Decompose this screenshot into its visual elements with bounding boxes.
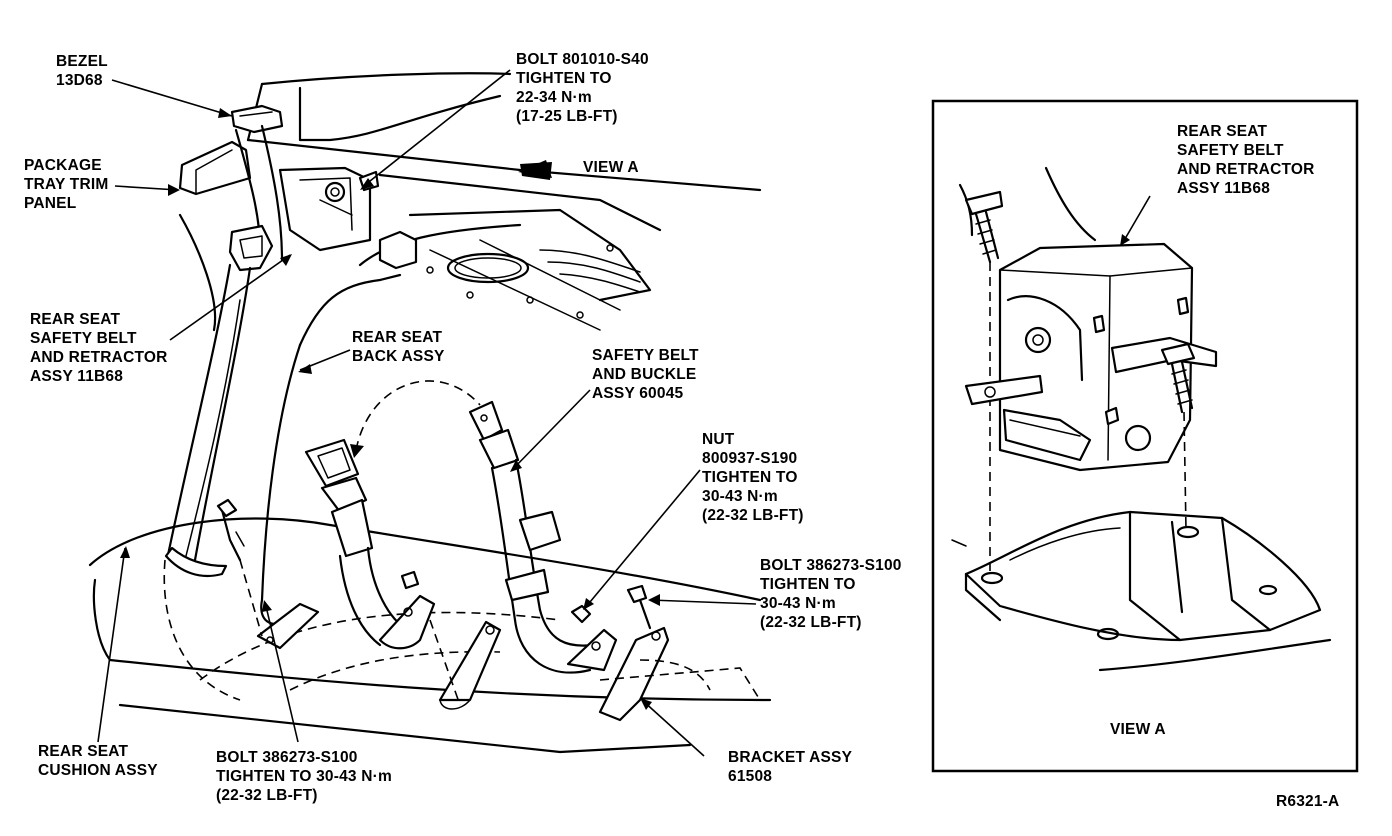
label-inset-retractor: REAR SEAT SAFETY BELT AND RETRACTOR ASSY… [1177,122,1315,198]
inset-retractor-drawing [958,166,1218,574]
retractor-housing [278,166,380,252]
label-line: BRACKET ASSY [728,749,853,766]
rear-seat-cushion-assy [88,517,772,754]
label-line: SAFETY BELT [592,347,699,364]
label-inset-caption: VIEW A [1110,721,1166,738]
label-line: BOLT 801010-S40 [516,51,649,68]
label-bolt-right: BOLT 386273-S100 TIGHTEN TO 30-43 N·m (2… [760,556,902,632]
label-line: BACK ASSY [352,348,445,365]
label-line: TIGHTEN TO [702,469,798,486]
label-bezel: BEZEL 13D68 [56,52,108,90]
label-line: REAR SEAT [352,329,443,346]
rear-seat-back-assy [178,213,418,626]
label-line: TIGHTEN TO [760,576,856,593]
label-line: PACKAGE [24,157,102,174]
label-line: AND BUCKLE [592,366,697,383]
label-line: TIGHTEN TO 30-43 N·m [216,768,392,785]
label-bolt-top: BOLT 801010-S40 TIGHTEN TO 22-34 N·m (17… [516,50,649,126]
label-seat-back: REAR SEAT BACK ASSY [352,328,445,366]
label-line: BEZEL [56,53,108,70]
label-line: (22-32 LB-FT) [702,507,804,524]
label-line: PANEL [24,195,77,212]
label-line: 22-34 N·m [516,89,592,106]
package-tray-shelf [246,72,762,331]
label-line: TIGHTEN TO [516,70,612,87]
label-line: (22-32 LB-FT) [760,614,862,631]
center-bracket-left [429,619,502,710]
label-line: SAFETY BELT [30,330,137,347]
label-line: (17-25 LB-FT) [516,108,618,125]
label-line: AND RETRACTOR [30,349,168,366]
label-bracket: BRACKET ASSY 61508 [728,748,852,786]
label-line: 13D68 [56,72,103,89]
label-belt-buckle: SAFETY BELT AND BUCKLE ASSY 60045 [592,346,699,403]
figure-code: R6321-A [1276,793,1340,810]
label-line: ASSY 11B68 [30,368,124,385]
label-line: 30-43 N·m [702,488,778,505]
buckle-tongue-left [304,438,436,650]
label-line: ASSY 60045 [592,385,684,402]
package-tray-trim-panel [178,140,252,196]
label-line: 800937-S190 [702,450,798,467]
buckle-arc-arrow [350,380,481,458]
inset-floor-plate [951,510,1332,672]
safety-belt-and-buckle [468,400,618,674]
label-line: REAR SEAT [30,311,121,328]
view-a-inset-frame [931,99,1359,773]
label-line: AND RETRACTOR [1177,161,1315,178]
bolt-right-part [626,584,652,630]
bezel-part [230,104,284,134]
label-line: REAR SEAT [1177,123,1268,140]
label-line: SAFETY BELT [1177,142,1284,159]
label-line: BOLT 386273-S100 [760,557,902,574]
label-retractor-main: REAR SEAT SAFETY BELT AND RETRACTOR ASSY… [30,310,168,386]
retractor-belt-webbing [166,124,284,562]
label-nut: NUT 800937-S190 TIGHTEN TO 30-43 N·m (22… [702,430,804,525]
label-package-tray: PACKAGE TRAY TRIM PANEL [24,156,108,213]
bracket-assy-61508 [598,626,761,722]
label-line: 30-43 N·m [760,595,836,612]
label-cushion: REAR SEAT CUSHION ASSY [38,742,158,780]
label-line: REAR SEAT [38,743,129,760]
label-line: BOLT 386273-S100 [216,749,358,766]
label-line: (22-32 LB-FT) [216,787,318,804]
label-line: TRAY TRIM [24,176,109,193]
label-bolt-bottom: BOLT 386273-S100 TIGHTEN TO 30-43 N·m (2… [216,748,392,805]
leader-lines [97,69,757,757]
label-view-a-arrow: VIEW A [583,159,639,176]
label-line: CUSHION ASSY [38,762,158,779]
label-line: NUT [702,431,735,448]
inset-leader [1120,195,1151,246]
label-line: ASSY 11B68 [1177,180,1271,197]
nut-part [570,604,592,624]
left-anchor-and-bolt [164,498,320,650]
label-line: 61508 [728,768,773,785]
